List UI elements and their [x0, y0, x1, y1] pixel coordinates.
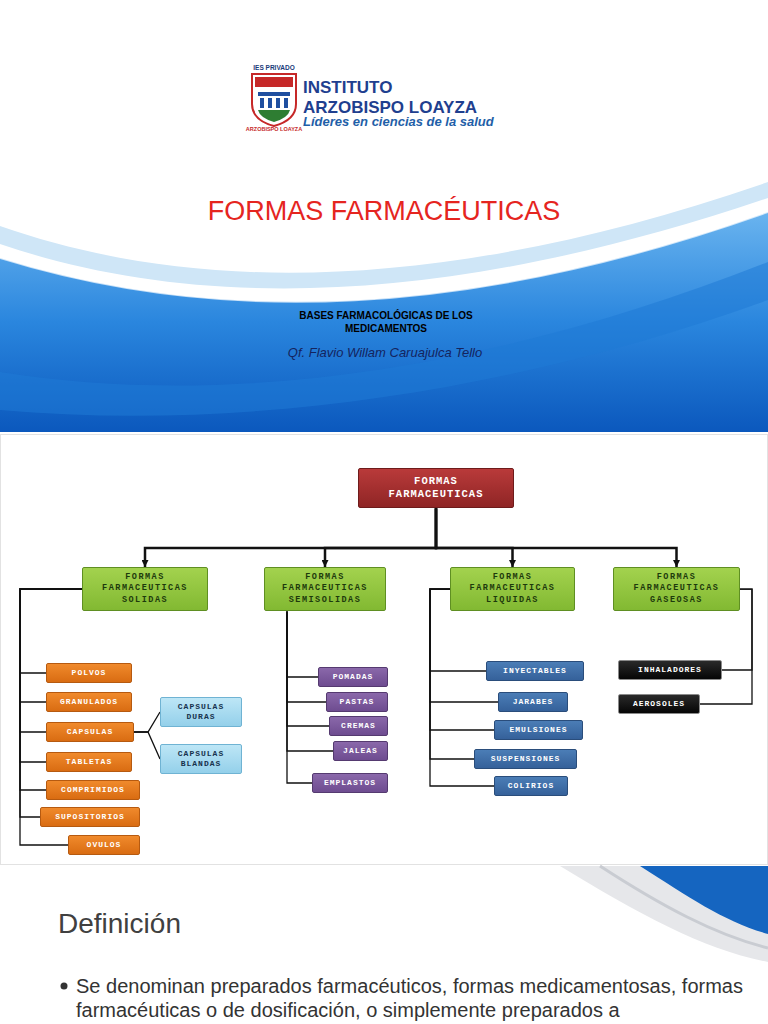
connector-line	[436, 508, 677, 567]
category-box: FORMAS FARMACEUTICAS SEMISOLIDAS	[264, 567, 386, 611]
box-label: COLIRIOS	[500, 781, 562, 791]
solid-form-box: TABLETAS	[46, 752, 132, 772]
box-label: POLVOS	[52, 668, 126, 678]
box-label: EMPLASTOS	[318, 778, 382, 788]
logo-shield	[252, 74, 296, 126]
capsule-type-box: CAPSULAS DURAS	[160, 697, 242, 727]
definition-slide	[0, 866, 768, 1024]
connector-line	[20, 589, 82, 702]
box-label: OVULOS	[74, 840, 134, 850]
connector-line	[430, 589, 474, 759]
box-label: JARABES	[504, 697, 562, 707]
institution-motto: Líderes en ciencias de la salud	[303, 114, 494, 129]
solid-form-box: CAPSULAS	[46, 722, 134, 742]
solid-form-box: SUPOSITORIOS	[40, 807, 140, 827]
category-box: FORMAS FARMACEUTICAS SOLIDAS	[82, 567, 208, 611]
box-label: CAPSULAS BLANDAS	[166, 749, 236, 769]
liquid-form-box: INYECTABLES	[486, 661, 584, 681]
bullet-dot	[61, 983, 68, 990]
semisolid-form-box: JALEAS	[333, 741, 388, 761]
connector-line	[287, 611, 318, 677]
solid-form-box: COMPRIMIDOS	[46, 780, 140, 800]
semisolid-form-box: EMPLASTOS	[312, 773, 388, 793]
wave-stripe	[0, 198, 768, 432]
category-box: FORMAS FARMACEUTICAS LIQUIDAS	[450, 567, 575, 611]
box-label: EMULSIONES	[500, 725, 577, 735]
semisolid-form-box: POMADAS	[318, 667, 388, 687]
title-slide	[0, 0, 768, 432]
box-label: INYECTABLES	[492, 666, 578, 676]
box-label: GRANULADOS	[52, 697, 126, 707]
box-label: AEROSOLES	[624, 699, 694, 709]
box-label: JALEAS	[339, 746, 382, 756]
slide-title: FORMAS FARMACÉUTICAS	[0, 196, 768, 227]
course-name: BASES FARMACOLÓGICAS DE LOS MEDICAMENTOS	[268, 309, 504, 335]
gaseous-form-box: AEROSOLES	[618, 694, 700, 714]
box-label: SUPOSITORIOS	[46, 812, 134, 822]
liquid-form-box: COLIRIOS	[494, 776, 568, 796]
box-label: COMPRIMIDOS	[52, 785, 134, 795]
box-label: FORMAS FARMACEUTICAS SEMISOLIDAS	[270, 572, 380, 606]
solid-form-box: POLVOS	[46, 663, 132, 683]
box-label: FORMAS FARMACEUTICAS LIQUIDAS	[456, 572, 569, 606]
box-label: POMADAS	[324, 672, 382, 682]
solid-form-box: OVULOS	[68, 835, 140, 855]
semisolid-form-box: CREMAS	[329, 716, 388, 736]
box-label: SUSPENSIONES	[480, 754, 571, 764]
connector-line	[436, 508, 513, 567]
corner-gray	[560, 866, 768, 962]
author-name: Qf. Flavio Willam Caruajulca Tello	[200, 345, 570, 360]
connector-line	[287, 611, 326, 702]
diagram-slide	[1, 435, 768, 865]
box-label: INHALADORES	[624, 665, 716, 675]
capsule-type-box: CAPSULAS BLANDAS	[160, 744, 242, 774]
institution-name: INSTITUTO ARZOBISPO LOAYZA	[303, 78, 481, 117]
connector-line	[287, 611, 312, 783]
semisolid-form-box: PASTAS	[326, 692, 388, 712]
box-label: PASTAS	[332, 697, 382, 707]
connector-line	[134, 732, 160, 759]
connector-line	[20, 589, 82, 673]
logo-caption: IES PRIVADO	[246, 64, 302, 71]
box-label: CAPSULAS DURAS	[166, 702, 236, 722]
box-label: TABLETAS	[52, 757, 126, 767]
definition-text: Se denominan preparados farmacéuticos, f…	[76, 974, 760, 1023]
connector-line	[325, 508, 436, 567]
solid-form-box: GRANULADOS	[46, 692, 132, 712]
liquid-form-box: SUSPENSIONES	[474, 749, 577, 769]
logo-subcaption: ARZOBISPO LOAYZA	[244, 126, 304, 132]
connector-line	[145, 508, 436, 567]
box-label: FORMAS FARMACEUTICAS	[367, 475, 505, 501]
wave-light	[0, 182, 768, 432]
wave-blue	[0, 212, 768, 432]
liquid-form-box: EMULSIONES	[494, 720, 583, 740]
box-label: FORMAS FARMACEUTICAS GASEOSAS	[619, 572, 734, 606]
box-label: FORMAS FARMACEUTICAS SOLIDAS	[88, 572, 202, 606]
box-label: CAPSULAS	[52, 727, 128, 737]
liquid-form-box: JARABES	[498, 692, 568, 712]
category-box: FORMAS FARMACEUTICAS GASEOSAS	[613, 567, 740, 611]
root-box: FORMAS FARMACEUTICAS	[358, 468, 514, 508]
connector-line	[134, 712, 160, 732]
gaseous-form-box: INHALADORES	[618, 660, 722, 680]
box-label: CREMAS	[335, 721, 382, 731]
section-heading: Definición	[58, 908, 181, 940]
corner-line	[600, 866, 768, 948]
